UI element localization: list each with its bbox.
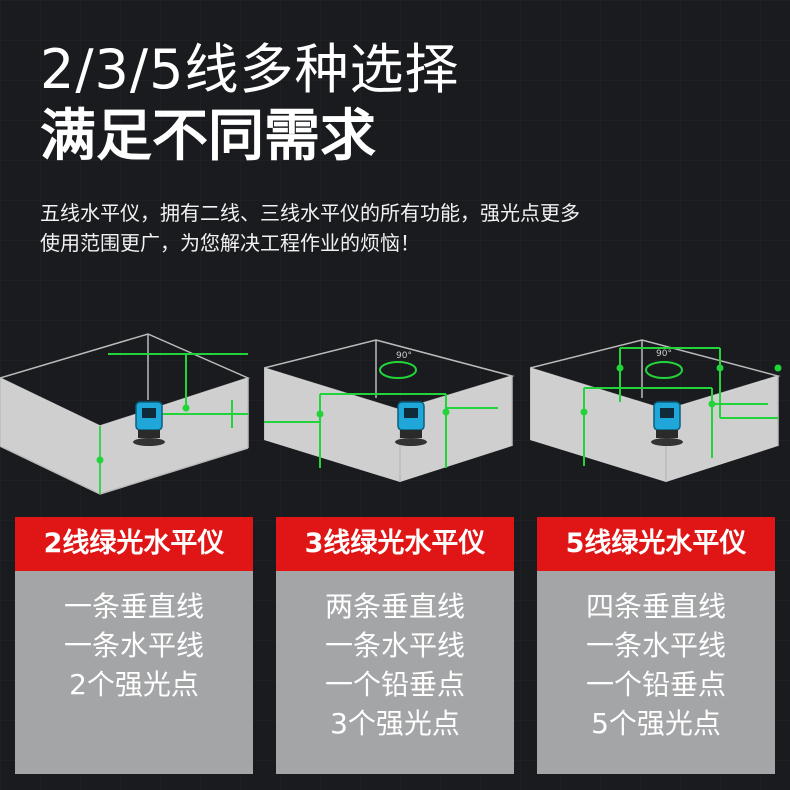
intro-text: 五线水平仪，拥有二线、三线水平仪的所有功能，强光点更多 使用范围更广，为您解决工… xyxy=(40,198,760,258)
feature-line: 2个强光点 xyxy=(69,668,199,701)
scene-3-line: 90° xyxy=(264,318,524,504)
card-3-line: 3线绿光水平仪 两条垂直线 一条水平线 一个铅垂点 3个强光点 xyxy=(276,517,514,774)
card-features: 两条垂直线 一条水平线 一个铅垂点 3个强光点 xyxy=(276,571,514,774)
card-features: 四条垂直线 一条水平线 一个铅垂点 5个强光点 xyxy=(537,571,775,774)
scene-2-line xyxy=(0,318,260,504)
intro-line-1: 五线水平仪，拥有二线、三线水平仪的所有功能，强光点更多 xyxy=(40,201,580,225)
headline-line2: 满足不同需求 xyxy=(40,104,376,169)
feature-line: 一个铅垂点 xyxy=(324,668,465,701)
feature-line: 两条垂直线 xyxy=(324,590,465,623)
card-title: 2线绿光水平仪 xyxy=(15,517,253,571)
feature-line: 四条垂直线 xyxy=(585,590,726,623)
feature-line: 3个强光点 xyxy=(330,707,460,740)
feature-line: 一条水平线 xyxy=(63,629,204,662)
laser-level-device-icon xyxy=(395,401,427,446)
headline-line1: 2/3/5线多种选择 xyxy=(40,38,460,101)
card-features: 一条垂直线 一条水平线 2个强光点 xyxy=(15,571,253,774)
laser-level-device-icon xyxy=(133,401,165,446)
angle-label: 90° xyxy=(396,351,412,361)
angle-label: 90° xyxy=(656,349,672,359)
feature-line: 一条水平线 xyxy=(324,629,465,662)
feature-line: 一个铅垂点 xyxy=(585,668,726,701)
feature-line: 一条垂直线 xyxy=(63,590,204,623)
laser-level-device-icon xyxy=(651,401,683,446)
scene-5-line: 90° xyxy=(530,318,790,504)
card-2-line: 2线绿光水平仪 一条垂直线 一条水平线 2个强光点 xyxy=(15,517,253,774)
card-title: 5线绿光水平仪 xyxy=(537,517,775,571)
card-title: 3线绿光水平仪 xyxy=(276,517,514,571)
feature-line: 一条水平线 xyxy=(585,629,726,662)
feature-line: 5个强光点 xyxy=(591,707,721,740)
card-5-line: 5线绿光水平仪 四条垂直线 一条水平线 一个铅垂点 5个强光点 xyxy=(537,517,775,774)
intro-line-2: 使用范围更广，为您解决工程作业的烦恼！ xyxy=(40,231,420,255)
